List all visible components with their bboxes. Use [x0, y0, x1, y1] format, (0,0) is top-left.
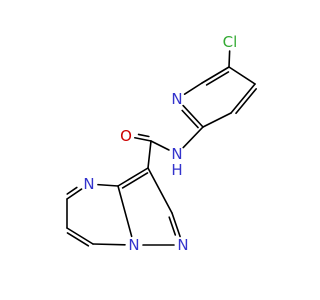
bridgehead-nitrogen-label: N	[128, 236, 139, 254]
bond-n1-c2-second	[181, 109, 199, 129]
bond-c2-n-amide	[182, 126, 204, 149]
pyrazole-nitrogen-label: N	[177, 236, 188, 254]
bond-carbonyl-double	[134, 136, 152, 142]
bond-n1-c2	[171, 212, 181, 238]
bond-layer	[66, 50, 257, 247]
atom-label-layer: Cl N O N H N N N	[83, 33, 237, 254]
bond-c5-c6-second	[205, 71, 230, 86]
pyrimidine-nitrogen-label: N	[83, 175, 94, 193]
bond-c3-c3a	[117, 167, 149, 187]
amide-hydrogen-label: H	[171, 161, 182, 179]
pyridine-nitrogen-label: N	[171, 90, 182, 108]
bond-n4-c5-second	[66, 186, 78, 195]
bond-c6-n1	[183, 82, 203, 95]
bond-n1-c2	[182, 104, 204, 128]
carbonyl-oxygen-label: O	[120, 127, 132, 145]
amide-nitrogen-label: N	[171, 145, 182, 163]
bond-n-amide-c-carbonyl	[150, 140, 170, 151]
bond-carbonyl-double-second	[137, 133, 150, 138]
bond-c5-c6	[201, 66, 230, 84]
bond-n7a-c3a	[117, 185, 133, 238]
bond-n1-c2-second	[168, 216, 177, 236]
bond-c6-c7-second	[66, 232, 90, 247]
bond-c7-n7a	[92, 243, 126, 246]
bond-c3-c3a-second	[121, 172, 149, 189]
bond-n4-c5	[66, 188, 83, 200]
molecule-structure-diagram: Cl N O N H N N N	[66, 33, 257, 254]
bond-c3-c4	[230, 83, 256, 114]
bond-c4-c5	[228, 66, 256, 85]
bond-cl-c5	[228, 50, 231, 68]
bond-c2-c3	[202, 112, 232, 128]
bond-c3-c4-second	[235, 88, 257, 115]
bond-carbonyl-c3	[147, 140, 152, 169]
bond-c2-c3	[147, 167, 173, 214]
chlorine-atom-label: Cl	[223, 33, 238, 51]
bond-c3a-n4	[97, 183, 119, 187]
bond-c6-c7	[66, 227, 94, 245]
